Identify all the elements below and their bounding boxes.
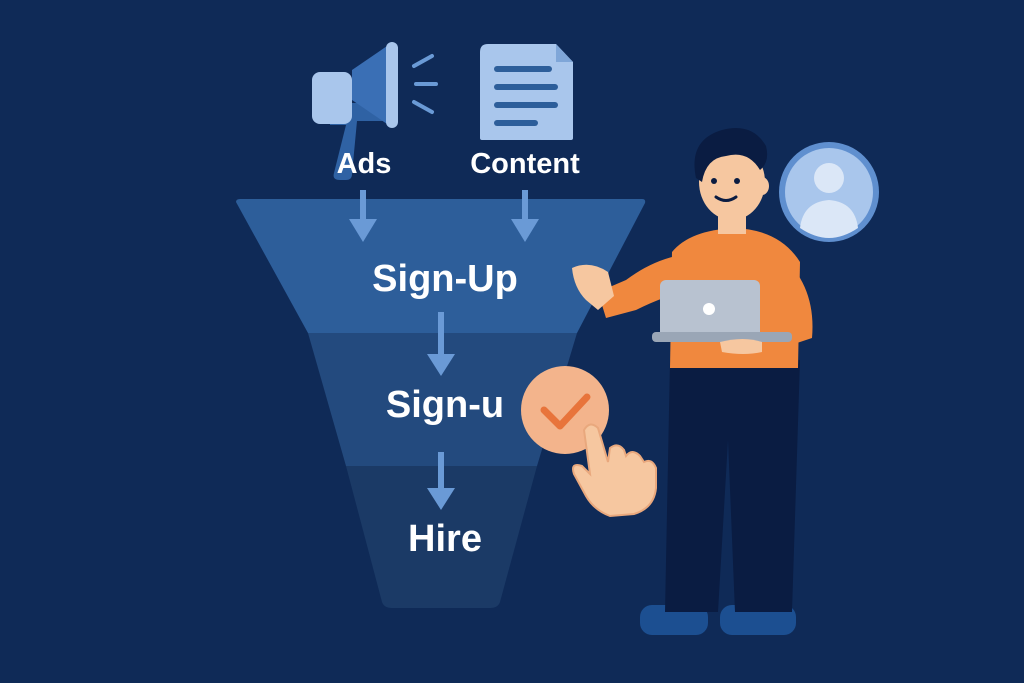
funnel-stage-3-label: Hire xyxy=(408,518,482,560)
arrow-ads-to-funnel xyxy=(349,190,377,242)
person-figure xyxy=(572,128,813,635)
funnel-stage-1-label: Sign-Up xyxy=(372,258,518,300)
arrow-content-to-funnel xyxy=(511,190,539,242)
source-label-content: Content xyxy=(470,148,580,180)
arrow-stage-1-to-2 xyxy=(427,312,455,376)
flow-arrows xyxy=(349,190,539,510)
funnel-stage-1-band xyxy=(236,199,646,333)
document-icon xyxy=(480,44,573,140)
funnel-shape xyxy=(236,199,646,608)
pointing-hand-icon xyxy=(572,423,657,518)
user-avatar-icon xyxy=(779,142,879,242)
source-label-ads: Ads xyxy=(336,148,392,180)
funnel-stage-2-label: Sign-u xyxy=(385,384,505,426)
funnel-stage-3-band xyxy=(346,466,537,608)
funnel-stage-2-band xyxy=(308,333,577,466)
megaphone-icon xyxy=(312,42,438,180)
arrow-stage-2-to-3 xyxy=(427,452,455,510)
